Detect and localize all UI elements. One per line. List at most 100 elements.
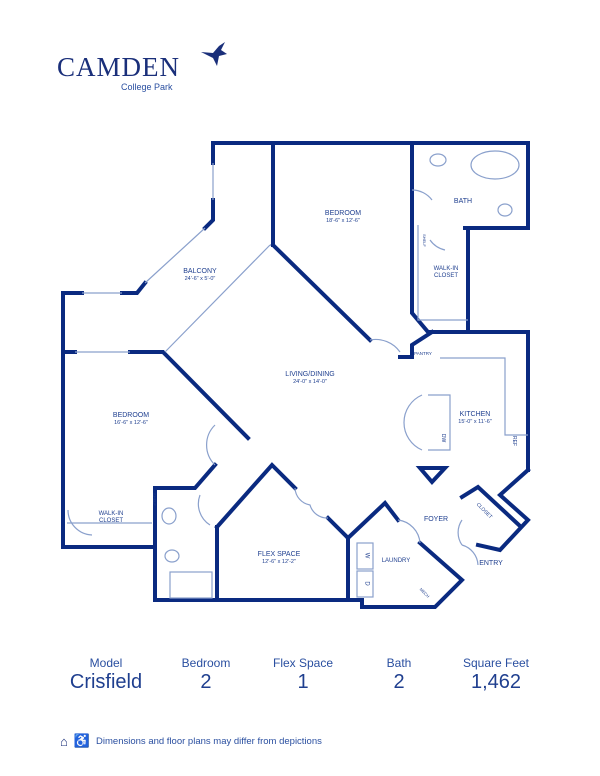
equal-housing-icon: ⌂ — [60, 733, 68, 749]
stat-label: Bath — [386, 656, 412, 670]
wall — [153, 462, 218, 490]
disclaimer: Dimensions and floor plans may differ fr… — [96, 735, 322, 747]
footer: ⌂ ♿ Dimensions and floor plans may diffe… — [60, 733, 322, 749]
room-entry: ENTRY — [479, 560, 503, 568]
washer-label: W — [363, 552, 370, 559]
community-name: College Park — [121, 82, 173, 92]
hummingbird-icon — [201, 42, 227, 66]
room-label: BEDROOM — [324, 210, 362, 217]
stat-label: Bedroom — [181, 656, 231, 670]
door-swing — [197, 494, 211, 526]
dryer — [356, 570, 374, 598]
wall — [120, 280, 148, 295]
room-label: BEDROOM — [112, 412, 150, 419]
counter — [440, 357, 528, 436]
room-dims: 24'-0" x 14'-0" — [293, 379, 327, 386]
door-swing — [397, 519, 421, 544]
door-swing — [411, 189, 433, 201]
dryer-label: D — [363, 581, 370, 586]
room-dims: 16'-6" x 12'-6" — [114, 420, 148, 427]
wall — [410, 141, 530, 472]
room-label: FOYER — [423, 516, 449, 523]
washer — [356, 542, 374, 570]
room-laundry: LAUNDRY — [382, 558, 411, 565]
room-label: ENTRY — [479, 560, 503, 567]
wall — [325, 515, 350, 602]
room-label: KITCHEN — [459, 411, 491, 418]
stat-value: 1,462 — [470, 671, 522, 693]
toilet — [164, 549, 180, 563]
stat-label: Model — [89, 656, 123, 670]
wall — [211, 141, 530, 230]
counter — [428, 394, 451, 451]
shelf-label: SHELF — [421, 233, 427, 247]
wall — [398, 329, 435, 359]
wall — [345, 500, 401, 541]
door-swing — [67, 509, 93, 536]
wall — [202, 198, 215, 231]
room-label: BALCONY — [183, 268, 217, 275]
room-label: BATH — [453, 198, 473, 205]
floor-plan — [61, 141, 531, 609]
door-swing — [369, 338, 401, 353]
room-foyer: FOYER — [424, 516, 448, 524]
stat-value: 2 — [200, 671, 212, 693]
stat-value: 2 — [393, 671, 405, 693]
stat-label: Square Feet — [462, 656, 530, 670]
refrigerator-label: REF — [511, 436, 517, 446]
wheelchair-accessible-icon: ♿ — [73, 733, 91, 748]
sink — [429, 153, 447, 167]
sink — [161, 507, 177, 525]
door-swing — [294, 487, 329, 519]
room-label: LIVING/DINING — [285, 371, 335, 378]
closet-shelf — [417, 225, 468, 321]
door-swing — [429, 239, 446, 251]
brand-name: CAMDEN — [57, 52, 181, 82]
wall — [153, 486, 364, 602]
stat-value: 1 — [297, 671, 309, 693]
door-swing — [461, 544, 479, 566]
room-dims: 15'-0" x 11'-6" — [458, 419, 492, 426]
room-walk-in-closet-1: WALK-IN CLOSET — [429, 266, 463, 280]
room-pantry: PANTRY — [414, 351, 432, 356]
room-label: WALK-IN CLOSET — [433, 266, 459, 280]
wall — [270, 242, 373, 343]
room-dims: 24'-6" x 5'-0" — [184, 276, 216, 283]
balcony-window — [144, 227, 206, 284]
door-swing — [206, 424, 216, 466]
tub — [470, 150, 520, 180]
wall — [128, 350, 251, 441]
wall — [214, 462, 298, 530]
camden-logo: CAMDEN College Park — [57, 42, 227, 92]
room-walk-in-closet-2: WALK-IN CLOSET — [94, 511, 128, 525]
room-dims: 18'-6" x 12'-6" — [326, 218, 360, 225]
door-swing — [457, 519, 463, 546]
wall — [415, 466, 450, 486]
wall — [475, 467, 531, 553]
dishwasher-label: DW — [440, 433, 446, 443]
shelf-label: SHELF — [151, 492, 157, 506]
stat-value: Crisfield — [69, 671, 143, 693]
wall — [61, 291, 157, 549]
wall — [459, 484, 523, 529]
door-swing — [403, 394, 423, 451]
room-label: PANTRY — [414, 351, 432, 356]
stat-label: Flex Space — [272, 656, 334, 670]
room-dims: 12'-6" x 12'-2" — [262, 559, 296, 566]
wall — [360, 540, 465, 609]
room-bath-1: BATH — [454, 198, 472, 206]
room-label: FLEX SPACE — [257, 551, 301, 558]
room-label: WALK-IN CLOSET — [98, 511, 124, 525]
shower — [169, 571, 213, 599]
